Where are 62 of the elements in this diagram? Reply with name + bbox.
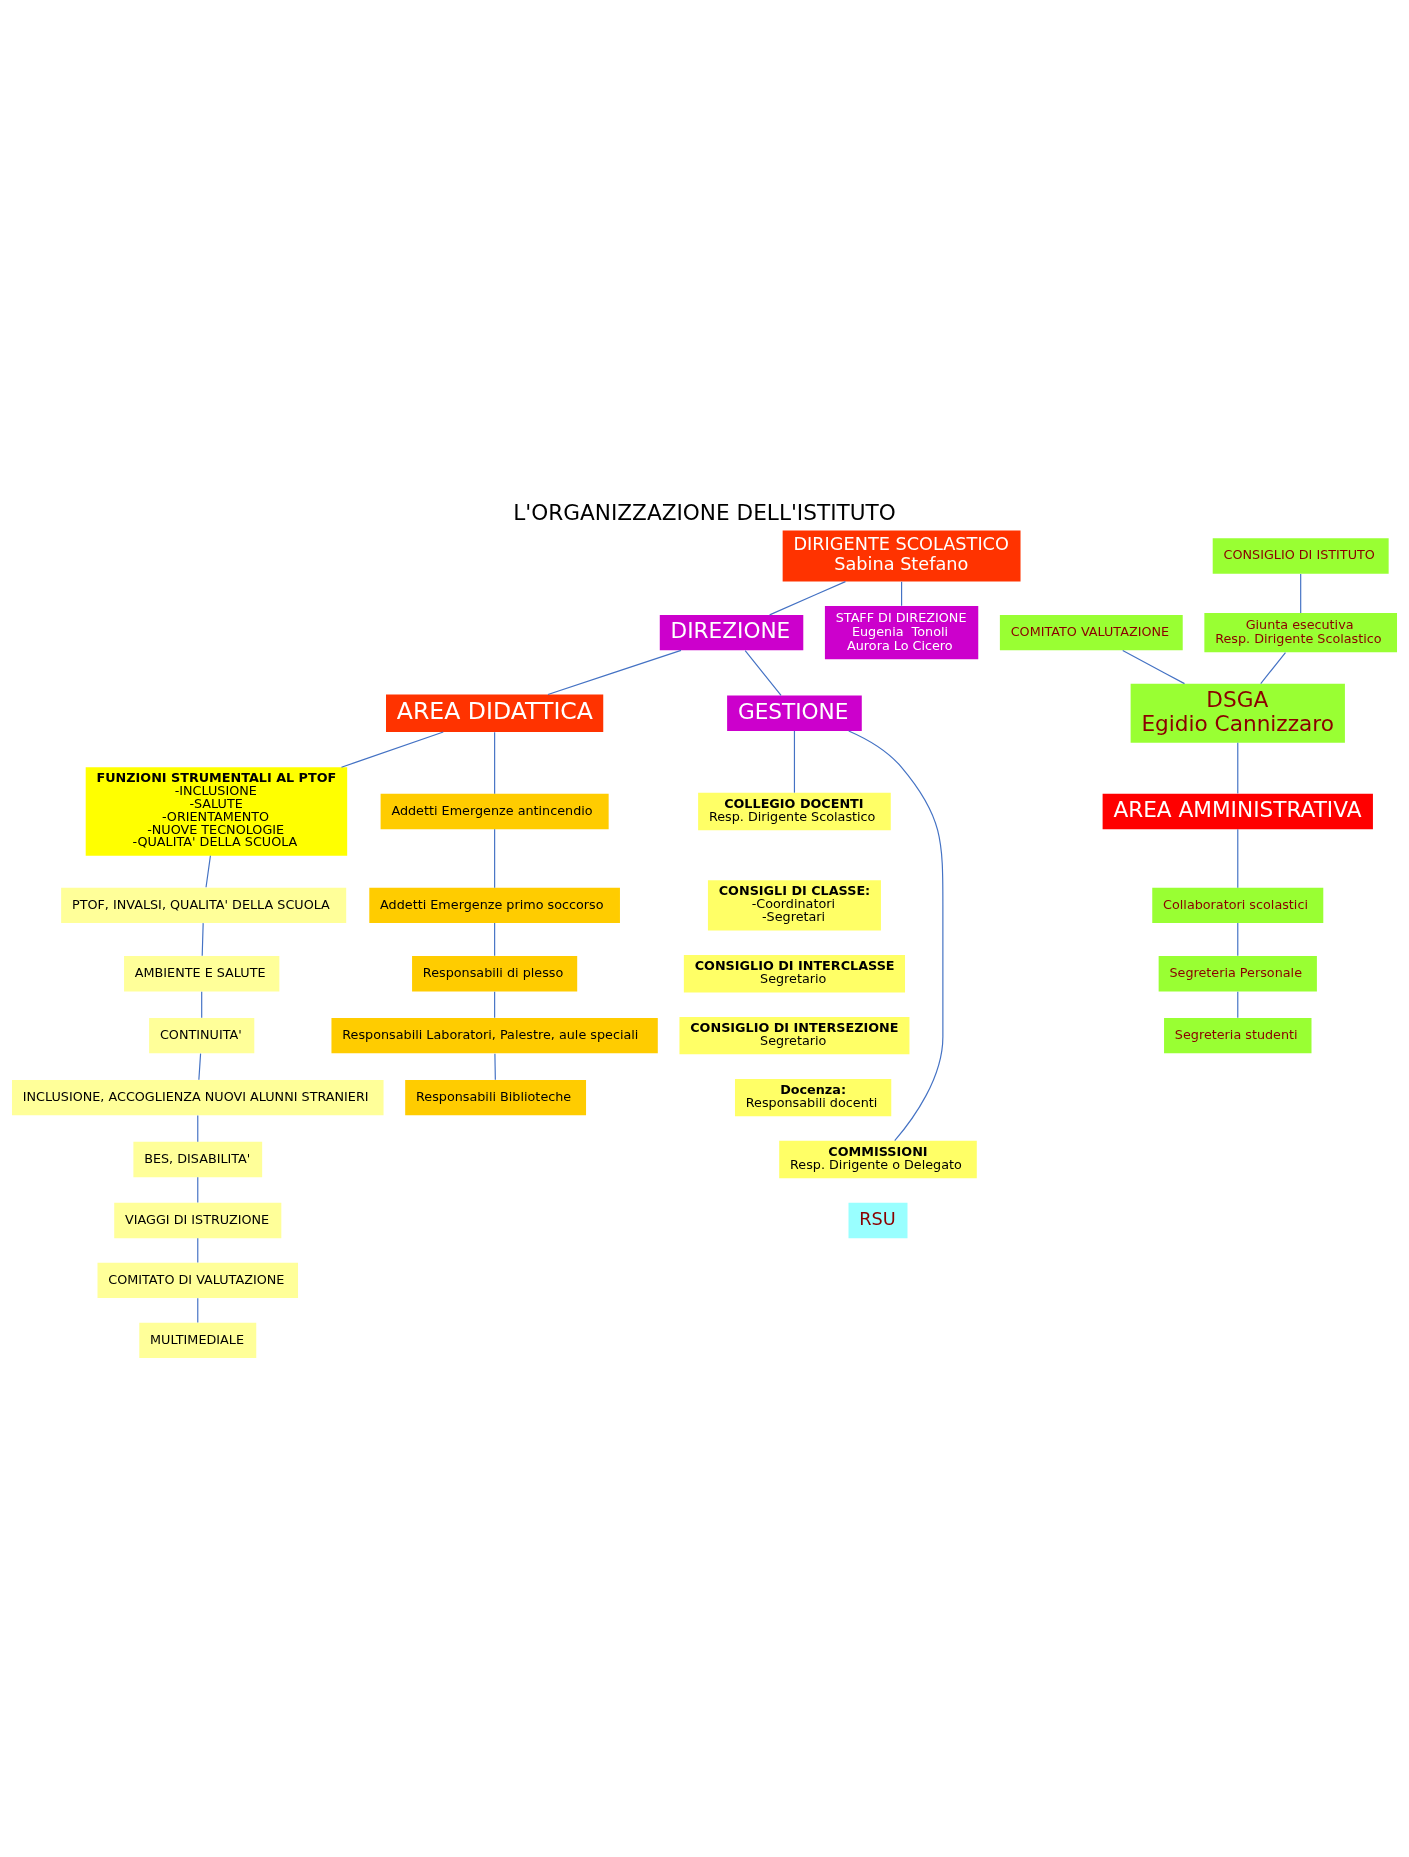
- node-box: DIREZIONE: [659, 614, 804, 651]
- node-box: CONSIGLI DI CLASSE: -Coordinatori -Segretari: [707, 880, 881, 931]
- connector: [1237, 991, 1239, 1019]
- connector: [494, 922, 496, 957]
- connector: [340, 731, 444, 768]
- node-box: CONSIGLIO DI INTERSEZIONE Segretario: [679, 1016, 910, 1055]
- node-box: PTOF, INVALSI, QUALITA' DELLA SCUOLA: [61, 887, 347, 924]
- node-box: COMITATO DI VALUTAZIONE: [97, 1262, 299, 1299]
- node-box: Giunta esecutiva Resp. Dirigente Scolastico: [1204, 612, 1397, 653]
- node-box: BES, DISABILITA': [133, 1141, 263, 1178]
- connector: [197, 1237, 199, 1264]
- connector: [494, 1053, 496, 1081]
- node-box: CONTINUITA': [149, 1017, 255, 1054]
- node-box: GESTIONE: [727, 695, 862, 731]
- connector: [197, 1297, 199, 1324]
- connector: [198, 1053, 202, 1081]
- node-box: AMBIENTE E SALUTE: [124, 956, 280, 992]
- node-box: Segreteria Personale: [1158, 956, 1317, 992]
- connector: [1300, 573, 1302, 614]
- connector: [901, 581, 903, 607]
- node-box: VIAGGI DI ISTRUZIONE: [114, 1202, 282, 1239]
- node-box: Addetti Emergenze antincendio: [380, 793, 609, 830]
- node-box: Responsabili Biblioteche: [405, 1079, 587, 1116]
- connector: [197, 1115, 199, 1143]
- node-box: Responsabili Laboratori, Palestre, aule speciali: [331, 1017, 658, 1054]
- node-box: CONSIGLIO DI ISTITUTO: [1212, 538, 1389, 574]
- connector: [547, 649, 682, 696]
- connector: [793, 730, 796, 794]
- connector: [848, 730, 944, 1142]
- node-box: STAFF DI DIREZIONE Eugenia Tonoli Aurora Lo Cicero: [824, 606, 979, 660]
- node-box: Addetti Emergenze primo soccorso: [369, 887, 620, 924]
- diagram-title: L'ORGANIZZAZIONE DELL'ISTITUTO: [513, 500, 896, 526]
- connector: [1237, 742, 1239, 795]
- node-box: AREA DIDATTICA: [386, 694, 604, 732]
- connector: [197, 1176, 199, 1204]
- node-box: COMMISSIONI Resp. Dirigente o Delegato: [779, 1140, 977, 1179]
- connector: [744, 650, 782, 697]
- node-box: CONSIGLIO DI INTERCLASSE Segretario: [683, 955, 906, 993]
- connector: [494, 731, 496, 795]
- connector: [1260, 652, 1287, 685]
- node-box: RSU: [848, 1202, 908, 1239]
- node-box: Collaboratori scolastici: [1152, 887, 1324, 924]
- node-box: DSGA Egidio Cannizzaro: [1130, 683, 1345, 743]
- node-box: Responsabili di plesso: [412, 956, 578, 992]
- connector: [494, 991, 496, 1019]
- node-box: FUNZIONI STRUMENTALI AL PTOF -INCLUSIONE -SALUTE -ORIENTAMENTO -NUOVE TECNOLOGIE -QUALITA' DELLA SCUOLA: [85, 767, 348, 856]
- node-box: AREA AMMINISTRATIVA: [1102, 793, 1373, 830]
- connector: [769, 581, 846, 616]
- connector: [205, 855, 211, 888]
- node-box: Segreteria studenti: [1164, 1017, 1312, 1054]
- node-box: INCLUSIONE, ACCOGLIENZA NUOVI ALUNNI STRANIERI: [12, 1079, 384, 1116]
- node-box: MULTIMEDIALE: [139, 1322, 257, 1359]
- connector: [201, 991, 203, 1019]
- node-box: COLLEGIO DOCENTI Resp. Dirigente Scolastico: [698, 792, 891, 831]
- connector: [201, 922, 204, 957]
- connector: [494, 828, 496, 889]
- connector: [1237, 828, 1239, 889]
- node-box: DIRIGENTE SCOLASTICO Sabina Stefano: [782, 530, 1021, 582]
- connector: [1122, 649, 1186, 685]
- connector: [1237, 922, 1239, 957]
- node-box: Docenza: Responsabili docenti: [734, 1078, 892, 1117]
- node-box: COMITATO VALUTAZIONE: [999, 614, 1183, 651]
